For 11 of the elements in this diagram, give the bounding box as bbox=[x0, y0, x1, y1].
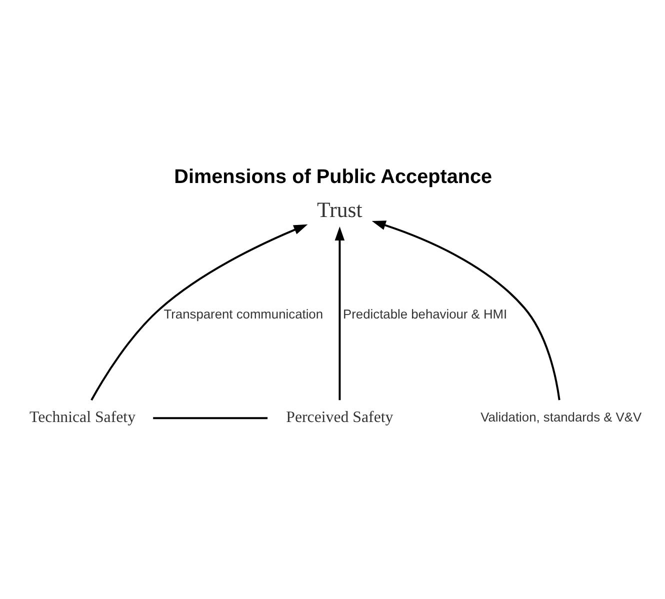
edge-label: Transparent communication bbox=[164, 306, 324, 321]
node-text: Perceived Safety bbox=[286, 408, 394, 426]
arrow bbox=[372, 220, 560, 400]
diagram-title: Dimensions of Public Acceptance bbox=[174, 165, 492, 188]
arrow bbox=[334, 226, 345, 400]
edge-label: Predictable behaviour & HMI bbox=[343, 306, 508, 321]
node-text: Validation, standards & V&V bbox=[480, 409, 642, 424]
arrow bbox=[90, 224, 308, 400]
node-text: Trust bbox=[317, 198, 362, 222]
connector bbox=[153, 416, 268, 419]
node-text: Technical Safety bbox=[30, 408, 136, 426]
